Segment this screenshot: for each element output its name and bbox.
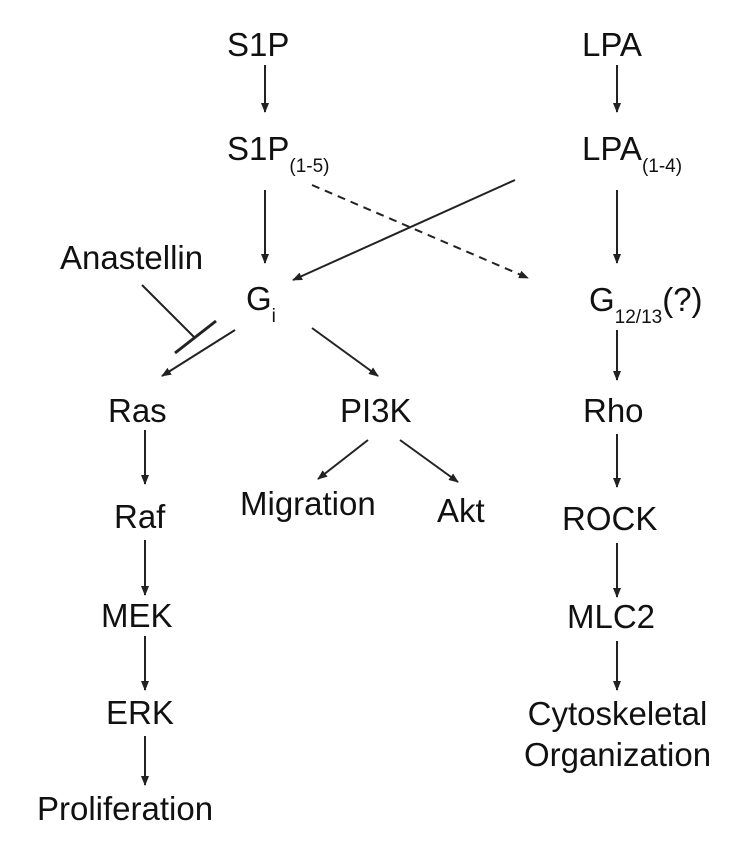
node-anastellin: Anastellin: [60, 241, 203, 274]
node-s1p-receptor-label: S1P: [227, 130, 290, 167]
node-akt: Akt: [437, 494, 485, 527]
node-erk: ERK: [106, 696, 174, 729]
node-pi3k-label: PI3K: [340, 392, 412, 429]
node-ras: Ras: [108, 394, 167, 427]
node-migration: Migration: [240, 487, 376, 520]
node-s1p-receptor-subscript: (1-5): [289, 156, 330, 177]
node-rho-label: Rho: [583, 392, 644, 429]
node-lpa-receptor-label: LPA: [582, 130, 642, 167]
node-raf: Raf: [114, 500, 165, 533]
node-mek: MEK: [101, 599, 173, 632]
node-s1p-label: S1P: [227, 26, 290, 63]
node-rock-label: ROCK: [562, 500, 658, 537]
node-s1p: S1P: [227, 28, 289, 61]
node-gi-subscript: i: [271, 306, 276, 327]
node-cytoskeletal-line1: Cytoskeletal: [527, 695, 708, 732]
node-lpa-receptor-subscript: (1-4): [641, 156, 683, 177]
node-s1p-receptor: S1P(1-5): [227, 130, 330, 176]
node-erk-label: ERK: [106, 694, 174, 731]
node-g1213-suffix: (?): [662, 281, 703, 318]
node-g1213-subscript: 12/13: [614, 307, 663, 328]
inhibition-bar: [174, 319, 217, 355]
node-g1213: G12/13(?): [589, 281, 703, 327]
node-lpa-label: LPA: [582, 26, 642, 63]
node-pi3k: PI3K: [340, 394, 412, 427]
node-gi: Gi: [246, 280, 276, 326]
edge-gi-to-ras: [161, 329, 236, 377]
node-lpa: LPA: [582, 28, 642, 61]
node-rock: ROCK: [562, 502, 657, 535]
node-anastellin-label: Anastellin: [60, 239, 204, 276]
node-proliferation-label: Proliferation: [37, 790, 214, 827]
node-proliferation: Proliferation: [37, 792, 213, 825]
node-ras-label: Ras: [108, 392, 167, 429]
edge-gi-to-pi3k: [311, 327, 379, 377]
node-cytoskeletal-line2: Organization: [523, 736, 712, 774]
node-rho: Rho: [583, 394, 644, 427]
node-mek-label: MEK: [101, 597, 173, 634]
node-akt-label: Akt: [437, 492, 485, 529]
edge-anastellin-inhibits-gi-ras: [141, 284, 196, 339]
edge-pi3k-to-akt: [399, 439, 459, 483]
node-cytoskeletal-organization: Cytoskeletal Organization: [505, 693, 730, 776]
edge-s1p-receptor-to-g1213-dashed: [311, 184, 529, 279]
node-gi-label: G: [246, 280, 272, 317]
node-migration-label: Migration: [240, 485, 376, 522]
node-lpa-receptor: LPA(1-4): [582, 130, 682, 176]
node-mlc2-label: MLC2: [567, 598, 656, 635]
node-g1213-label: G: [589, 281, 615, 318]
edge-lpa-receptor-to-gi: [292, 179, 516, 281]
node-raf-label: Raf: [114, 498, 166, 535]
node-mlc2: MLC2: [567, 600, 655, 633]
edge-pi3k-to-migration: [317, 439, 369, 480]
